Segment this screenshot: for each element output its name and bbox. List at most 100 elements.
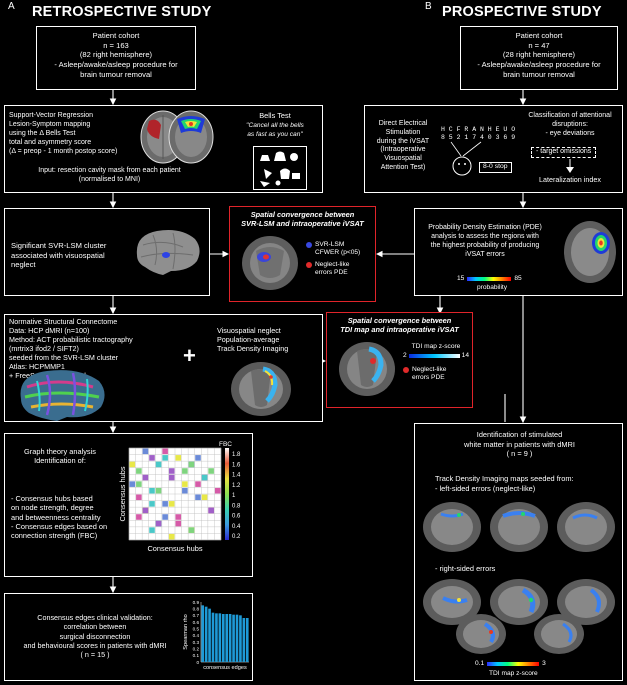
connectome-line-6: Atlas: HCPMMP1 (9, 361, 65, 371)
heatmap-cell (142, 507, 149, 514)
pro-cohort-line-4: - Asleep/awake/asleep procedure for (477, 60, 601, 70)
connectome-line-5: seeded from the SVR-LSM cluster (9, 352, 119, 362)
convergence-top-brain (242, 236, 298, 290)
cluster-line-1: Significant SVR-LSM cluster (11, 241, 107, 250)
heatmap-cell (175, 514, 182, 520)
bar (211, 612, 215, 662)
bar-ytick: 0.3 (193, 640, 200, 645)
ivsat-letters: H C F R A N H E U O (441, 126, 516, 133)
top-legend-2b: errors PDE (315, 268, 348, 276)
convergence-top-legend: SVR-LSM CFWER (p<05) Neglect-like errors… (306, 241, 360, 277)
heatmap-cell (136, 468, 142, 474)
left-errors-brains (423, 502, 615, 552)
bottom-colorbar (408, 353, 460, 358)
svr-line-1: Support-Vector Regression (9, 112, 94, 119)
heatmap-cell (149, 487, 155, 494)
pro-cohort-line-1: Patient cohort (515, 31, 563, 40)
fbc-colorbar (225, 448, 229, 540)
classif-line-2: disruptions: (552, 120, 588, 128)
bar (218, 613, 222, 662)
convergence-bottom-title-2: TDI map and intraoperative iVSAT (340, 325, 459, 335)
heatmap-cell (155, 461, 162, 468)
heatmap-cell (136, 514, 142, 520)
des-line-4: (Intraoperative (380, 146, 426, 154)
tdi-line-2: Population-average (217, 334, 280, 344)
heatmap-cell (214, 487, 221, 494)
tdi-line-1: Visuospatial neglect (217, 326, 281, 335)
bar-ytick: 0.9 (193, 600, 200, 605)
bar-ytick: 0.5 (193, 626, 200, 631)
pde-line-1: Probability Density Estimation (PDE) (428, 224, 542, 231)
validation-line-1: Consensus edges clinical validation: (37, 613, 153, 622)
heatmap-cell (162, 455, 168, 461)
pro-stim-box: Identification of stimulated white matte… (414, 423, 623, 681)
top-legend-1b: CFWER (p<05) (315, 248, 361, 256)
retrospective-title: RETROSPECTIVE STUDY (32, 4, 212, 20)
cluster-line-3: neglect (11, 260, 36, 270)
heatmap-cell (182, 468, 188, 474)
fbc-colorbar-tick: 1.6 (232, 462, 241, 468)
fbc-colorbar-tick: 0.2 (232, 534, 241, 540)
classif-line-3: - eye deviations (545, 129, 595, 137)
pro-cohort-line-2: n = 47 (528, 40, 550, 50)
connectome-line-2: Data: HCP dMRI (n=100) (9, 325, 90, 335)
svr-line-5: (Δ = preop - 1 month postop score) (9, 147, 118, 155)
bar (232, 614, 235, 662)
heatmap-cell (195, 481, 201, 487)
bar-ytick: 0.6 (193, 620, 200, 625)
heatmap-cell (168, 533, 175, 540)
heatmap-cell (201, 474, 208, 481)
classif-line-1: Classification of attentional (528, 112, 612, 119)
tdi-max: 3 (542, 660, 546, 667)
tdi-line-3: Track Density Imaging (217, 343, 289, 353)
tdi-colorbar (487, 661, 540, 666)
heatmap-cell (208, 468, 214, 474)
bar-ytick: 0.4 (193, 633, 200, 638)
bells-test-sheet (253, 146, 307, 190)
panel-b-letter: B (425, 1, 432, 12)
top-legend-1a: SVR-LSM (315, 241, 345, 248)
heatmap-cell (182, 481, 188, 487)
pde-colorbar (467, 276, 512, 281)
bells-test-panel: Bells Test "Cancel all the bells as fast… (229, 111, 321, 139)
heatmap-cell (195, 494, 201, 501)
heatmap-cell (162, 448, 168, 455)
heatmap-cell (188, 461, 195, 468)
des-line-6: Attention Test) (380, 163, 426, 171)
svr-legend-swatch (306, 242, 312, 248)
pro-cohort-box: Patient cohort n = 47 (28 right hemisphe… (460, 26, 618, 90)
svr-line-7: Input: resection cavity mask from each p… (38, 167, 181, 174)
heatmap-cell (175, 455, 182, 461)
heatmap-cell (201, 494, 208, 501)
stim-line-2: white matter in patients with dMRI (464, 439, 575, 449)
heatmap-cell (162, 501, 168, 507)
des-line-1: Direct Electrical (378, 120, 428, 127)
ivsat-grid: H C F R A N H E U O 8 5 2 1 7 4 0 3 6 9 (441, 126, 516, 144)
pro-pde-box: Probability Density Estimation (PDE) ana… (414, 208, 623, 296)
tractography-brain (20, 370, 105, 421)
convergence-tdi-ivsat-box: Spatial convergence between TDI map and … (326, 312, 473, 408)
retro-cohort-line-3: (82 right hemisphere) (79, 50, 153, 60)
bar (245, 618, 249, 662)
heatmap-cell (168, 474, 175, 481)
classif-arrow (566, 159, 574, 173)
pro-cohort-line-3: (28 right hemisphere) (502, 50, 576, 60)
heatmap-cell (175, 520, 182, 527)
tdi-colorbar-row: 0.1 3 (475, 660, 546, 668)
fbc-colorbar-tick: 1.8 (232, 452, 241, 458)
bottom-cbar-min: 2 (403, 351, 407, 359)
retro-cohort-line-1: Patient cohort (92, 31, 140, 40)
heatmap-cell (168, 501, 175, 507)
heatmap-cell (142, 448, 149, 455)
bar (242, 618, 246, 662)
heatmap-cell (188, 527, 195, 533)
validation-line-3: surgical disconnection (59, 631, 131, 641)
bar-ytick: 0 (196, 660, 199, 665)
convergence-top-title-1: Spatial convergence between (250, 210, 355, 219)
validation-line-2: correlation between (63, 622, 127, 632)
heatmap-cell (195, 455, 201, 461)
retro-cohort-line-5: brain tumour removal (80, 69, 152, 79)
fbc-colorbar-tick: 0.4 (232, 524, 241, 530)
